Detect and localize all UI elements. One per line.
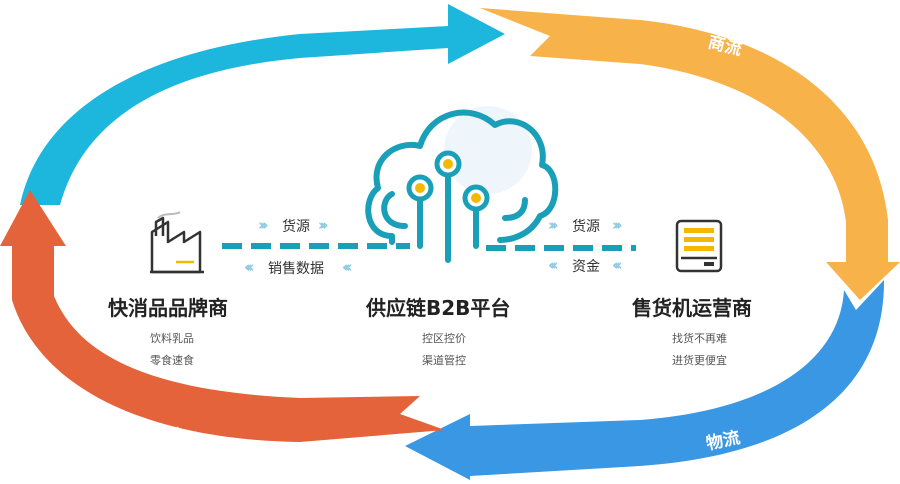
cloud-halo xyxy=(444,106,532,194)
brand-owner-sub-1: 饮料乳品 xyxy=(150,332,194,345)
right-flow-top-label: 货源 xyxy=(572,219,600,235)
right-flow-bottom-label: 资金 xyxy=(572,259,600,275)
platform-title: 供应链B2B平台 xyxy=(366,296,511,320)
chevron-left-icon: ‹‹‹ xyxy=(244,258,254,276)
left-flow-bottom-label: 销售数据 xyxy=(268,261,324,277)
platform-sub-2: 渠道管控 xyxy=(422,354,466,367)
brand-owner-sub-2: 零食速食 xyxy=(150,354,194,367)
factory-icon xyxy=(150,211,204,274)
chevron-right-icon: ››› xyxy=(612,216,622,234)
capital-flow-arrow xyxy=(0,190,445,442)
vending-operator-sub-1: 找货不再难 xyxy=(672,332,727,345)
info-flow-arrow xyxy=(20,4,505,205)
chevron-left-icon: ‹‹‹ xyxy=(548,256,558,274)
vending-operator-sub-2: 进货更便宜 xyxy=(672,354,727,367)
chevron-right-icon: ››› xyxy=(258,216,268,234)
left-flow-top-label: 货源 xyxy=(282,219,310,235)
commerce-flow-arrow xyxy=(480,8,900,300)
brand-owner-title: 快消品品牌商 xyxy=(108,296,228,320)
chevron-right-icon: ››› xyxy=(548,216,558,234)
cloud-node-dots xyxy=(406,150,490,212)
chevron-left-icon: ‹‹‹ xyxy=(342,258,352,276)
logistics-flow-arrow xyxy=(405,280,885,480)
chevron-right-icon: ››› xyxy=(318,216,328,234)
vending-operator-title: 售货机运营商 xyxy=(632,296,752,320)
chevron-left-icon: ‹‹‹ xyxy=(612,256,622,274)
platform-sub-1: 控区控价 xyxy=(422,332,466,345)
vending-machine-icon xyxy=(675,219,723,273)
